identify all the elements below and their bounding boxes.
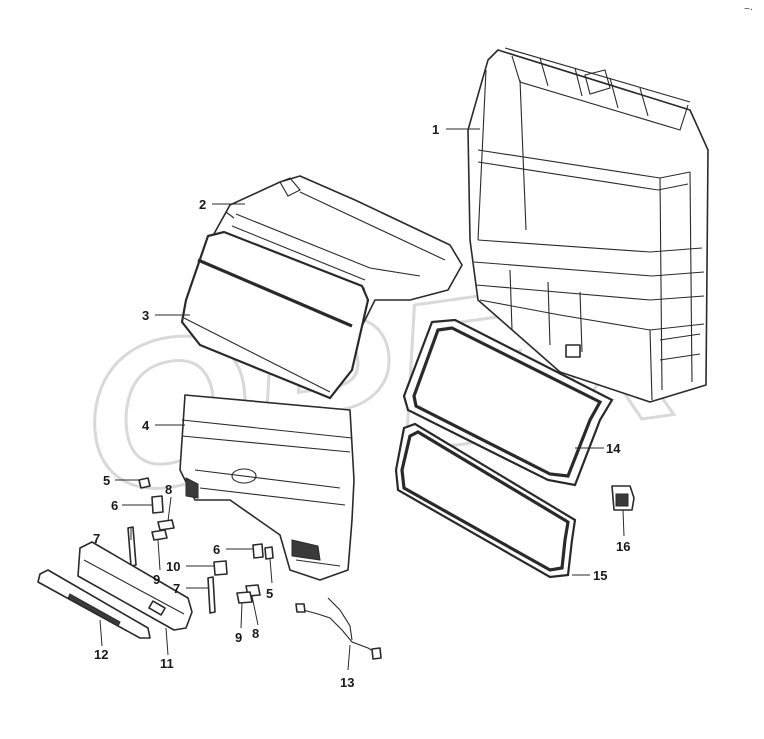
part-6-bracket-left (151, 495, 164, 514)
callout-7-right: 7 (173, 581, 180, 596)
part-7-strip-right (207, 576, 216, 614)
part-15-glass (394, 422, 577, 579)
callout-5-right: 5 (266, 586, 273, 601)
callout-2: 2 (199, 197, 206, 212)
callout-1: 1 (432, 122, 439, 137)
callout-9-left: 9 (153, 572, 160, 587)
part-3-windshield (180, 230, 370, 400)
callout-12: 12 (94, 647, 108, 662)
callout-3: 3 (142, 308, 149, 323)
part-5-cap-left (138, 477, 151, 489)
callout-10: 10 (166, 559, 180, 574)
callout-16: 16 (616, 539, 630, 554)
part-1-cab-frame (467, 47, 709, 403)
callout-5-left: 5 (103, 473, 110, 488)
callout-13: 13 (340, 675, 354, 690)
callout-11: 11 (160, 656, 174, 671)
callout-14: 14 (606, 441, 621, 456)
leader-lines (99, 128, 625, 671)
part-11-plate (77, 541, 193, 631)
callout-4: 4 (142, 418, 150, 433)
callout-6-left: 6 (111, 498, 118, 513)
corner-mark: ~· (744, 4, 753, 15)
callout-15: 15 (593, 568, 607, 583)
part-4-front-panel (179, 394, 355, 581)
callout-8-right: 8 (252, 626, 259, 641)
part-9-clip-left (151, 529, 168, 541)
callout-9-right: 9 (235, 630, 242, 645)
part-9-clip-right (236, 591, 253, 604)
part-13-wire-harness (295, 597, 382, 660)
part-6-bracket-right (252, 543, 264, 559)
part-5-cap-right (264, 546, 274, 560)
callout-8-left: 8 (165, 482, 172, 497)
part-16-clip (611, 485, 635, 511)
part-14-glass (402, 318, 614, 487)
callout-labels: 1 2 3 4 5 5 6 6 7 7 8 8 9 9 10 11 12 13 … (93, 122, 630, 690)
callout-6-right: 6 (213, 542, 220, 557)
callout-7-left: 7 (93, 531, 100, 546)
part-8-clip-left (157, 519, 175, 531)
part-12-emblem-bar (37, 569, 151, 639)
part-10-cover (213, 560, 228, 576)
part-7-strip-left (127, 526, 137, 567)
